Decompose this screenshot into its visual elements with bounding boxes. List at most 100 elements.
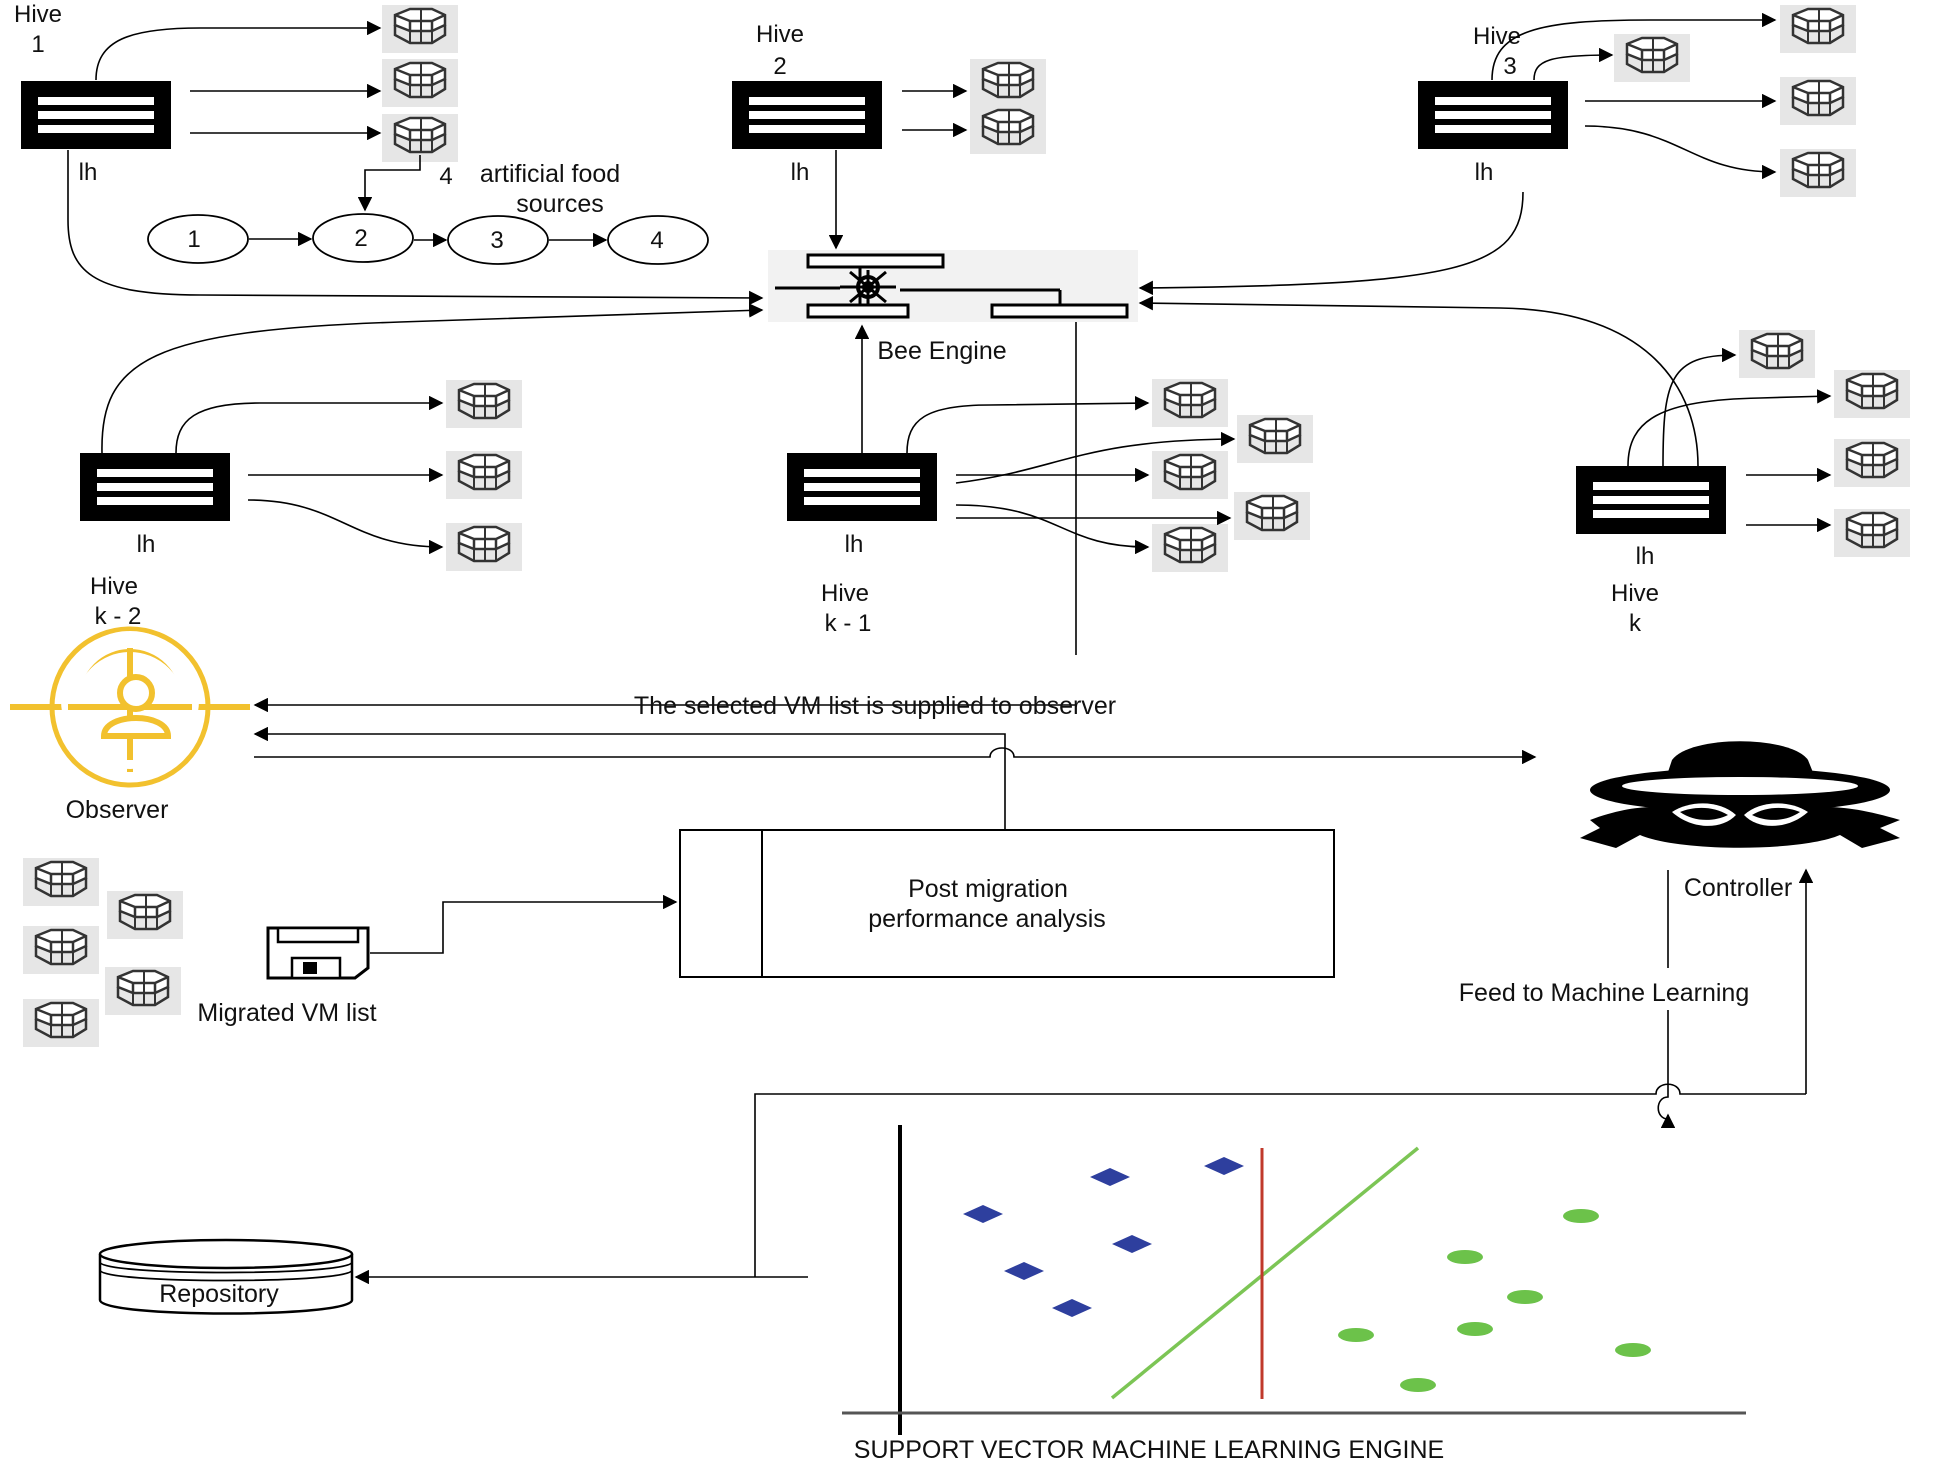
vm-server-icon <box>1778 147 1858 199</box>
hive-rack-icon <box>80 453 230 521</box>
food-node <box>447 215 549 265</box>
vm-server-icon <box>1832 368 1912 420</box>
vm-server-icon <box>1232 490 1312 542</box>
food-node-label: 2 <box>354 225 367 252</box>
food-node <box>312 213 414 263</box>
vm-server-icon <box>1832 437 1912 489</box>
hive-k-2: lh Hive k - 2 <box>80 453 230 630</box>
hive-k-2-to-engine-arrow <box>101 303 764 454</box>
vm-server-icon <box>380 57 460 109</box>
hive-rack-icon <box>1418 81 1568 149</box>
analysis-to-observer-arrow <box>253 726 1006 832</box>
vm-server-icon <box>103 965 183 1017</box>
svm-point-b <box>1615 1343 1651 1357</box>
hive-k-2-name: Hive <box>90 573 138 600</box>
svm-hyperplane <box>1110 1146 1420 1400</box>
hive-2-number: 2 <box>773 53 786 80</box>
hive-3: Hive 3 lh <box>1418 23 1568 186</box>
hive-1: Hive 1 lh <box>14 1 171 186</box>
hive-3-to-vm-arrow <box>1491 12 1777 81</box>
hive-rack-icon <box>21 81 171 149</box>
vm-to-food-arrow <box>357 155 421 212</box>
hive-k-1-to-vm-arrow <box>955 504 1150 555</box>
svm-point-b <box>1457 1322 1493 1336</box>
hive-k-2-lh: lh <box>137 531 156 558</box>
hive-1-number: 1 <box>31 31 44 58</box>
svm-point-b <box>1447 1250 1483 1264</box>
food-count: 4 <box>439 163 452 190</box>
svm-point-a <box>1052 1299 1092 1317</box>
repository-label: Repository <box>159 1280 279 1308</box>
hive-k-to-vm-arrow <box>1627 389 1832 467</box>
hive-k-1-name: Hive <box>821 580 869 607</box>
hive-1-lh: lh <box>79 159 98 186</box>
hive-k-name: Hive <box>1611 580 1659 607</box>
hive-k-to-vm-arrow <box>1662 347 1737 467</box>
observer-target-icon <box>10 626 250 788</box>
svm-point-b <box>1507 1290 1543 1304</box>
supplied-label: The selected VM list is supplied to obse… <box>634 692 1116 720</box>
observer-label: Observer <box>66 796 169 824</box>
hive-2-lh: lh <box>791 159 810 186</box>
vm-server-icon <box>380 112 460 164</box>
vm-server-icon <box>1235 413 1315 465</box>
feed-ml-label: Feed to Machine Learning <box>1459 979 1749 1007</box>
migrated-label: Migrated VM list <box>197 999 376 1027</box>
vm-server-icon <box>1737 328 1817 380</box>
hive-rack-icon <box>787 453 937 521</box>
hive-k-2-number: k - 2 <box>95 603 142 630</box>
svm-class-a-points <box>963 1157 1244 1317</box>
hive-k-1-lh: lh <box>845 531 864 558</box>
hive-3-to-vm-arrow <box>1533 47 1614 81</box>
hive-3-to-engine-arrow <box>1138 191 1524 296</box>
spy-controller-icon <box>1580 741 1900 848</box>
hive-k-2-to-vm-arrow <box>175 395 444 454</box>
vm-server-icon <box>1150 522 1230 574</box>
svm-point-a <box>1204 1157 1244 1175</box>
vm-server-icon <box>105 889 185 941</box>
food-node-label: 1 <box>187 226 200 253</box>
svm-title: SUPPORT VECTOR MACHINE LEARNING ENGINE <box>854 1436 1444 1464</box>
food-node <box>147 214 249 264</box>
vm-server-icon <box>968 104 1048 156</box>
bee-engine-label: Bee Engine <box>877 337 1006 365</box>
hive-k-1: lh Hive k - 1 <box>787 453 937 637</box>
hive-2: Hive 2 lh <box>732 21 882 186</box>
hive-1-name: Hive <box>14 1 62 28</box>
food-node-label: 3 <box>490 227 503 254</box>
svm-point-b <box>1400 1378 1436 1392</box>
hive-k-1-number: k - 1 <box>825 610 872 637</box>
migrated-vm-cluster <box>21 856 185 1049</box>
vm-server-icon <box>21 924 101 976</box>
svm-engine: SUPPORT VECTOR MACHINE LEARNING ENGINE <box>842 1125 1746 1464</box>
hive-1-to-engine-arrow <box>67 150 764 306</box>
hive-3-number: 3 <box>1503 53 1516 80</box>
analysis-line1: Post migration <box>908 875 1068 903</box>
hive-3-to-vm-arrow <box>1584 125 1777 180</box>
food-node-label: 4 <box>650 227 663 254</box>
hive-k-lh: lh <box>1636 543 1655 570</box>
hive-3-name: Hive <box>1473 23 1521 50</box>
svm-point-b <box>1563 1209 1599 1223</box>
svm-point-b <box>1338 1328 1374 1342</box>
vm-server-icon <box>1612 32 1692 84</box>
vm-server-icon <box>380 3 460 55</box>
vm-server-icon <box>1832 507 1912 559</box>
hive-1-to-vm-arrow <box>95 20 382 81</box>
feed-ml-arrow <box>1657 1010 1676 1128</box>
floppy-disk-icon <box>266 926 370 980</box>
repository-database-icon: Repository <box>98 1238 354 1315</box>
analysis-box: Post migration performance analysis <box>679 829 1335 978</box>
vm-server-icon <box>444 378 524 430</box>
hive-k: lh Hive k <box>1576 466 1726 637</box>
svm-point-a <box>1004 1262 1044 1280</box>
hive-k-to-engine-arrow <box>1138 295 1699 467</box>
ml-feedback-line <box>754 1083 1806 1277</box>
food-source-chain: 1 2 3 4 <box>147 213 709 265</box>
vm-server-icon <box>444 449 524 501</box>
analysis-line2: performance analysis <box>868 905 1106 933</box>
hive-k-number: k <box>1629 610 1642 637</box>
food-label-line2: sources <box>516 190 604 218</box>
